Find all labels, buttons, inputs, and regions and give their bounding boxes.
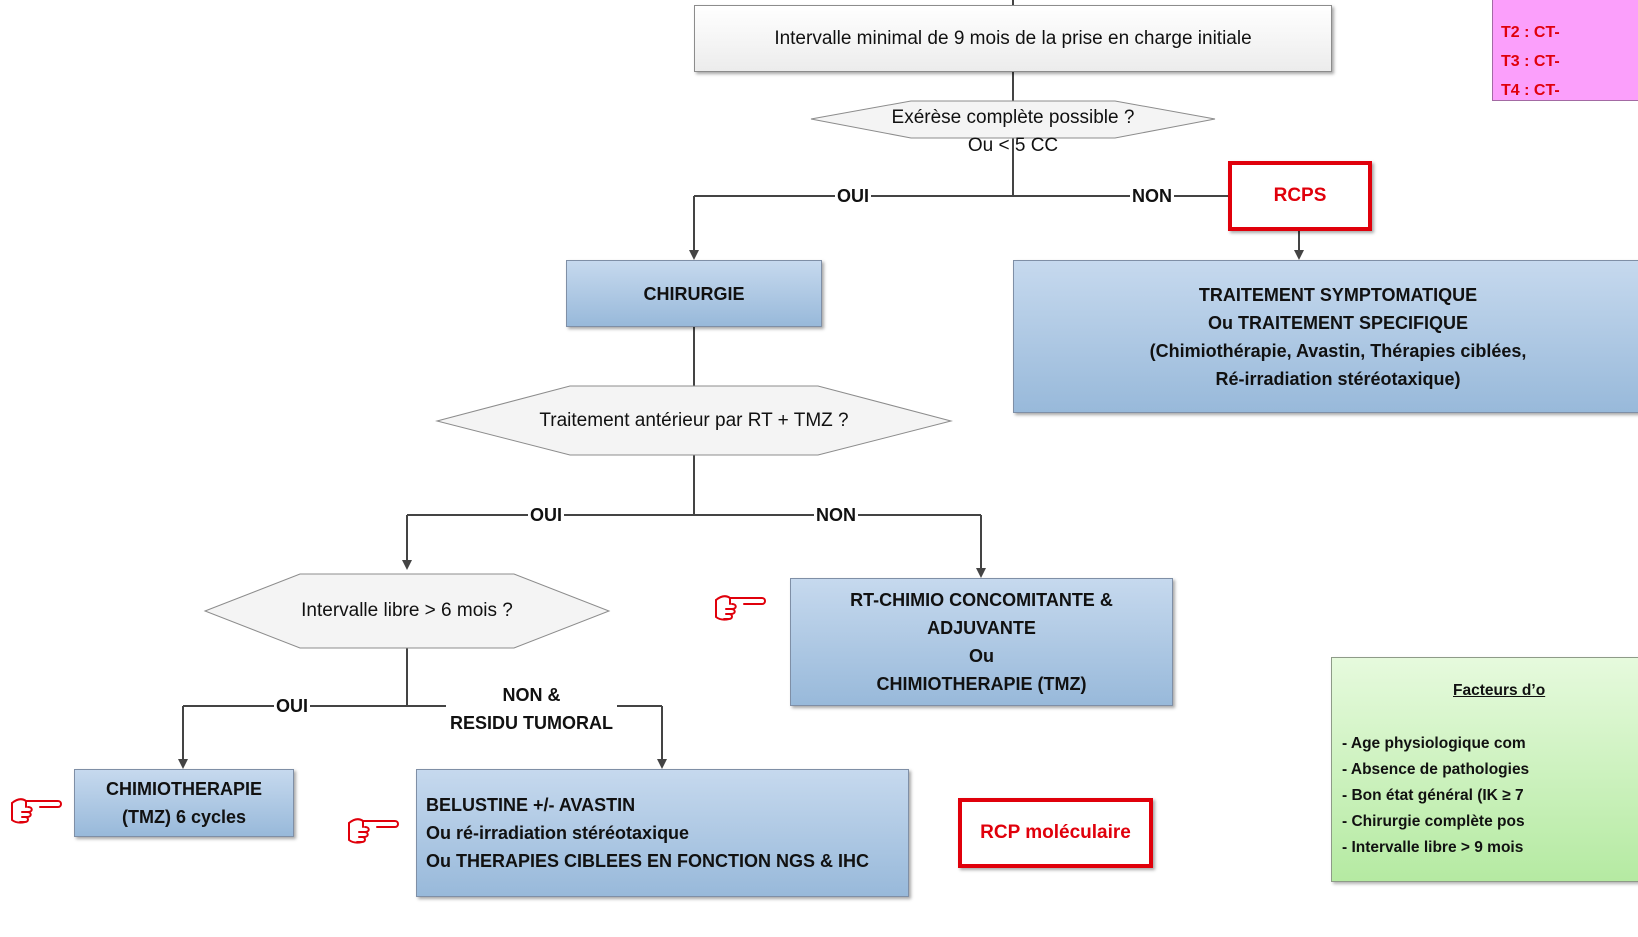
intervalle-minimal-box: Intervalle minimal de 9 mois de la prise… bbox=[694, 5, 1332, 72]
belustine-box: BELUSTINE +/- AVASTIN Ou ré-irradiation … bbox=[416, 769, 909, 897]
rt-chimio-line-4: CHIMIOTHERAPIE (TMZ) bbox=[876, 674, 1087, 694]
label-non-2: NON bbox=[814, 504, 858, 526]
rt-chimio-line-3: Ou bbox=[969, 646, 994, 666]
facteurs-item-1: - Age physiologique com bbox=[1342, 735, 1526, 752]
decision-exerese-line2: Ou < 5 CC bbox=[967, 135, 1059, 156]
traitement-symptomatique-box: TRAITEMENT SYMPTOMATIQUE Ou TRAITEMENT S… bbox=[1013, 260, 1638, 413]
chirurgie-box: CHIRURGIE bbox=[566, 260, 822, 327]
traitement-line-3: (Chimiothérapie, Avastin, Thérapies cibl… bbox=[1149, 340, 1527, 361]
facteurs-item-4: - Chirurgie complète pos bbox=[1342, 813, 1525, 830]
label-oui-2: OUI bbox=[528, 504, 565, 526]
decision-intervalle-libre-label: Intervalle libre > 6 mois ? bbox=[301, 600, 513, 621]
traitement-line-4: Ré-irradiation stéréotaxique) bbox=[1215, 368, 1461, 389]
traitement-text-block: TRAITEMENT SYMPTOMATIQUE Ou TRAITEMENT S… bbox=[1052, 281, 1624, 393]
facteurs-item-5: - Intervalle libre > 9 mois bbox=[1342, 839, 1524, 856]
decision-exerese-text: Exérèse complète possible ? Ou < 5 CC bbox=[811, 104, 1215, 160]
pointing-hand-icon bbox=[11, 798, 62, 824]
label-oui-1: OUI bbox=[835, 185, 872, 207]
intervalle-minimal-text: Intervalle minimal de 9 mois de la prise… bbox=[774, 27, 1252, 49]
pink-legend-line-1: T2 : CT- bbox=[1501, 24, 1560, 41]
belustine-line-1: BELUSTINE +/- AVASTIN bbox=[426, 795, 636, 815]
decision-intervalle-libre-shape bbox=[203, 573, 611, 649]
label-non-residu-line-1: NON & bbox=[502, 685, 561, 705]
pointing-hand-icon bbox=[715, 595, 766, 621]
facteurs-box: Facteurs d’o - Age physiologique com - A… bbox=[1331, 657, 1638, 882]
chirurgie-text: CHIRURGIE bbox=[643, 283, 745, 304]
pink-legend-line-3: T4 : CT- bbox=[1501, 82, 1560, 99]
pink-legend-box: T2 : CT- T3 : CT- T4 : CT- bbox=[1492, 0, 1638, 101]
rcp-moleculaire-box: RCP moléculaire bbox=[958, 798, 1153, 868]
rcps-text: RCPS bbox=[1273, 185, 1327, 206]
chimiotherapie-line-1: CHIMIOTHERAPIE bbox=[105, 779, 262, 799]
decision-traitement-anterieur-shape bbox=[435, 385, 953, 456]
rcp-moleculaire-text: RCP moléculaire bbox=[980, 822, 1131, 843]
traitement-line-2: Ou TRAITEMENT SPECIFIQUE bbox=[1207, 312, 1468, 333]
chimiotherapie-box: CHIMIOTHERAPIE (TMZ) 6 cycles bbox=[74, 769, 294, 837]
pink-legend-line-2: T3 : CT- bbox=[1501, 53, 1560, 70]
facteurs-list: - Age physiologique com - Absence de pat… bbox=[1342, 731, 1529, 861]
facteurs-title: Facteurs d’o bbox=[1453, 682, 1546, 699]
label-non-residu-line-2: RESIDU TUMORAL bbox=[450, 713, 613, 733]
pointing-hand-icon bbox=[348, 818, 399, 844]
belustine-line-2: Ou ré-irradiation stéréotaxique bbox=[426, 823, 690, 843]
decision-intervalle-libre-text: Intervalle libre > 6 mois ? bbox=[205, 597, 609, 625]
label-oui-3: OUI bbox=[274, 695, 311, 717]
rt-chimio-line-1: RT-CHIMIO CONCOMITANTE & bbox=[850, 590, 1113, 610]
decision-traitement-anterieur-label: Traitement antérieur par RT + TMZ ? bbox=[539, 410, 849, 431]
pink-legend-line-0 bbox=[1501, 0, 1505, 18]
rt-chimio-box: RT-CHIMIO CONCOMITANTE & ADJUVANTE Ou CH… bbox=[790, 578, 1173, 706]
decision-traitement-anterieur-text: Traitement antérieur par RT + TMZ ? bbox=[437, 407, 951, 435]
label-non-residu: NON & RESIDU TUMORAL bbox=[446, 681, 617, 737]
rcps-box: RCPS bbox=[1228, 161, 1372, 231]
belustine-line-3: Ou THERAPIES CIBLEES EN FONCTION NGS & I… bbox=[426, 851, 870, 871]
decision-exerese-line1: Exérèse complète possible ? bbox=[891, 107, 1135, 128]
facteurs-item-3: - Bon état général (IK ≥ 7 bbox=[1342, 787, 1524, 804]
rt-chimio-line-2: ADJUVANTE bbox=[927, 618, 1036, 638]
decision-exerese-shape bbox=[810, 100, 1216, 139]
label-non-1: NON bbox=[1130, 185, 1174, 207]
traitement-line-1: TRAITEMENT SYMPTOMATIQUE bbox=[1198, 284, 1478, 305]
chimiotherapie-line-2: (TMZ) 6 cycles bbox=[121, 807, 247, 827]
facteurs-item-2: - Absence de pathologies bbox=[1342, 761, 1530, 778]
